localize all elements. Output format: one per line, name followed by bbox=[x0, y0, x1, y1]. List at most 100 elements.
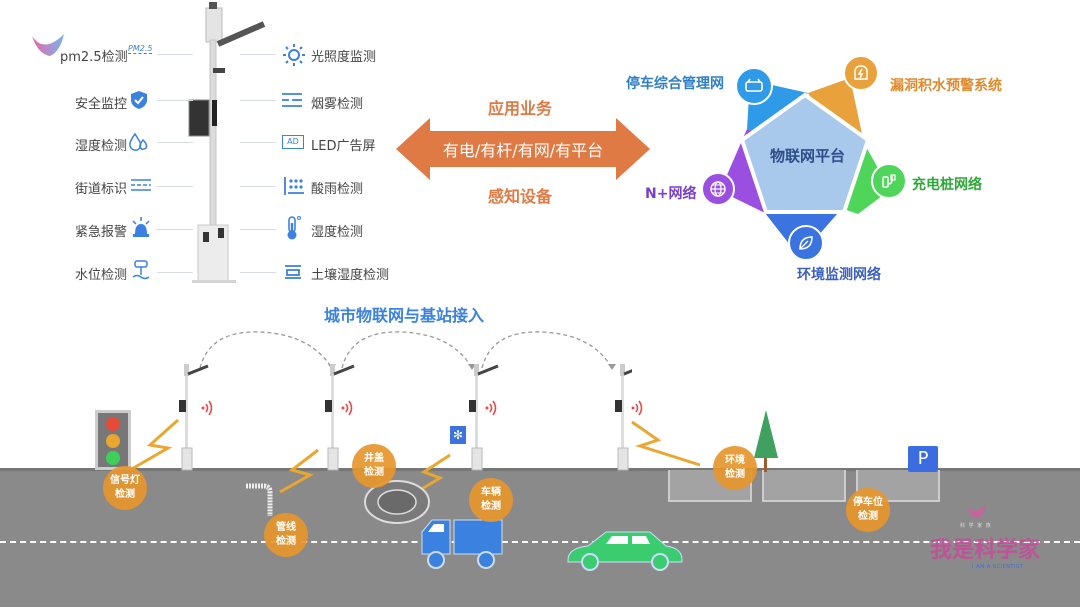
connector-line bbox=[157, 272, 193, 273]
watermark-sub-text: I AM A SCIENTIST bbox=[972, 564, 1024, 570]
shield-check-icon bbox=[131, 91, 147, 109]
connector-line bbox=[240, 142, 276, 143]
connector-line bbox=[157, 100, 193, 101]
globe-icon-circle bbox=[701, 172, 735, 206]
wireless-signal-icon bbox=[201, 400, 213, 416]
leaf-icon-circle bbox=[788, 225, 824, 261]
sun-icon bbox=[283, 44, 305, 66]
red-light bbox=[106, 417, 120, 431]
lightning-bolt-icon bbox=[279, 448, 319, 494]
parking-sign: P bbox=[908, 446, 938, 472]
wireless-signal-icon bbox=[485, 400, 497, 416]
connector-line bbox=[157, 186, 193, 187]
truck-icon bbox=[421, 519, 503, 569]
yellow-light bbox=[106, 434, 120, 448]
right-label-humidity: 湿度检测 bbox=[311, 225, 364, 240]
badge-line: 停车位 bbox=[853, 497, 883, 508]
right-label-smoke: 烟雾检测 bbox=[311, 97, 364, 112]
hop-arc bbox=[199, 331, 333, 369]
alarm-light-icon bbox=[132, 217, 150, 237]
segment-label-charger: 充电桩网络 bbox=[912, 177, 982, 193]
soil-icon bbox=[285, 265, 301, 279]
charger-icon bbox=[882, 174, 896, 188]
lightning-bolt-icon bbox=[409, 453, 451, 498]
badge-line: 检测 bbox=[481, 501, 501, 512]
connector-line bbox=[240, 54, 276, 55]
watermark-small-text: 科 学 家 族 bbox=[960, 523, 992, 529]
leaf-icon bbox=[799, 236, 813, 250]
left-label-security: 安全监控 bbox=[75, 97, 128, 112]
curb-line bbox=[0, 468, 1080, 471]
badge-line: 管线 bbox=[276, 522, 296, 533]
wireless-signal-icon bbox=[341, 400, 353, 416]
center-pentagon bbox=[739, 92, 871, 214]
badge-line: 检测 bbox=[276, 536, 296, 547]
badge-line: 检测 bbox=[115, 489, 135, 500]
lightning-bolt-icon bbox=[129, 418, 179, 472]
street-poles bbox=[179, 364, 632, 471]
warning-light-icon bbox=[854, 65, 868, 80]
right-label-light: 光照度监测 bbox=[311, 50, 377, 65]
thermometer-icon bbox=[287, 216, 301, 240]
acid-rain-icon bbox=[284, 177, 304, 195]
ad-screen-icon: AD bbox=[282, 135, 304, 149]
pipeline-icon bbox=[246, 483, 273, 516]
green-light bbox=[106, 451, 120, 465]
connector-line bbox=[240, 186, 276, 187]
badge-line: 环境 bbox=[725, 455, 745, 466]
street-pole bbox=[469, 364, 499, 471]
connector-line bbox=[157, 54, 193, 55]
car-icon-circle bbox=[735, 67, 773, 105]
arrow-center-label: 有电/有杆/有网/有平台 bbox=[442, 141, 604, 160]
left-label-street-sign: 街道标识 bbox=[75, 182, 128, 197]
arrow-top-label: 应用业务 bbox=[488, 99, 553, 118]
street-section-title: 城市物联网与基站接入 bbox=[324, 306, 485, 325]
left-label-emergency: 紧急报警 bbox=[75, 225, 128, 240]
connector-line bbox=[240, 272, 276, 273]
charger-icon-circle bbox=[871, 163, 907, 199]
street-sign-icon bbox=[131, 179, 151, 191]
watermark-main-text: 我是科学家 bbox=[930, 537, 1041, 563]
street-pole bbox=[615, 364, 632, 471]
left-label-humidity: 湿度检测 bbox=[75, 139, 128, 154]
badge-pipeline: 管线检测 bbox=[264, 513, 308, 557]
bluetooth-icon: ✻ bbox=[450, 426, 466, 444]
wireless-signal-icon bbox=[631, 400, 643, 416]
traffic-light bbox=[95, 410, 131, 470]
tree-icon bbox=[754, 410, 778, 472]
car-icon bbox=[567, 531, 683, 571]
badge-line: 检测 bbox=[725, 469, 745, 480]
badge-line: 车辆 bbox=[481, 487, 501, 498]
left-label-pm25: pm2.5检测 bbox=[60, 50, 128, 65]
manhole-cover bbox=[364, 480, 430, 524]
water-drops-icon bbox=[129, 132, 148, 151]
hop-arc bbox=[341, 331, 473, 369]
badge-line: 检测 bbox=[364, 467, 384, 478]
watermark-butterfly-icon bbox=[967, 504, 986, 518]
badge-line: 井盖 bbox=[364, 453, 384, 464]
connector-line bbox=[157, 229, 193, 230]
smoke-icon bbox=[282, 93, 302, 107]
arrow-bottom-label: 感知设备 bbox=[488, 187, 553, 206]
pm25-icon: PM2.5 bbox=[128, 44, 153, 54]
badge-line: 信号灯 bbox=[110, 475, 140, 486]
warning-light-icon-circle bbox=[843, 55, 879, 91]
right-label-acid-rain: 酸雨检测 bbox=[311, 182, 364, 197]
connector-line bbox=[157, 142, 193, 143]
connector-line bbox=[240, 100, 276, 101]
badge-traffic-light: 信号灯检测 bbox=[103, 466, 147, 510]
badge-vehicle: 车辆检测 bbox=[469, 478, 513, 522]
badge-parking-space: 停车位检测 bbox=[846, 488, 890, 532]
segment-label-environment: 环境监测网络 bbox=[797, 267, 881, 283]
badge-environment: 环境检测 bbox=[713, 446, 757, 490]
street-pole bbox=[179, 364, 209, 471]
segment-label-n-plus: N+网络 bbox=[645, 186, 697, 202]
double-arrow bbox=[396, 118, 650, 180]
parking-slot bbox=[762, 470, 846, 502]
badge-line: 检测 bbox=[858, 511, 878, 522]
lane-divider bbox=[0, 541, 1080, 543]
right-label-led: LED广告屏 bbox=[311, 139, 376, 154]
logo-butterfly-icon bbox=[32, 34, 64, 56]
right-label-soil: 土壤湿度检测 bbox=[311, 268, 390, 283]
